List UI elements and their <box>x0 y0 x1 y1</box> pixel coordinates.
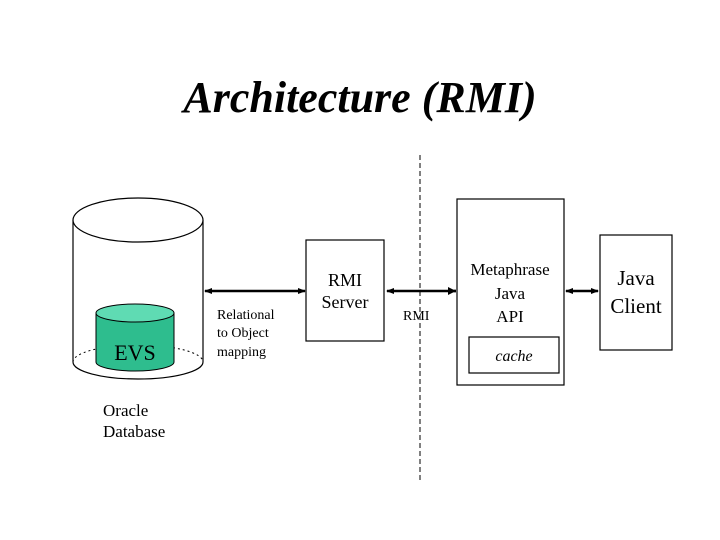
rmi-label: RMI <box>403 309 430 324</box>
database-top <box>72 197 204 243</box>
database-bottom-back <box>72 344 204 363</box>
java-client-box <box>599 234 673 351</box>
evs-top <box>95 303 175 323</box>
mapping-label-line3: mapping <box>217 345 266 360</box>
java-client-label-line1: Java <box>617 266 655 290</box>
metaphrase-label-line1: Metaphrase <box>470 260 549 279</box>
database-label-line2: Database <box>103 422 165 441</box>
database-label-line1: Oracle <box>103 401 148 420</box>
evs-label: EVS <box>114 340 156 365</box>
evs-cylinder: EVS <box>95 303 175 372</box>
rmi-server-label-line1: RMI <box>328 270 362 290</box>
metaphrase-label-line3: API <box>496 307 524 326</box>
rmi-server-box <box>305 239 385 342</box>
page-title: Architecture (RMI) <box>180 73 536 122</box>
rmi-server-label-line2: Server <box>322 292 369 312</box>
cache-label: cache <box>495 348 532 365</box>
rmi-arrowhead-right <box>448 287 456 295</box>
mapping-label-line2: to Object <box>217 326 269 341</box>
mapping-label-line1: Relational <box>217 308 275 323</box>
evs-body <box>95 312 175 372</box>
oracle-database-cylinder <box>72 197 204 380</box>
java-client-label-line2: Client <box>610 294 661 318</box>
database-body <box>72 220 204 380</box>
cache-box <box>468 336 560 374</box>
metaphrase-label-line2: Java <box>495 284 526 303</box>
